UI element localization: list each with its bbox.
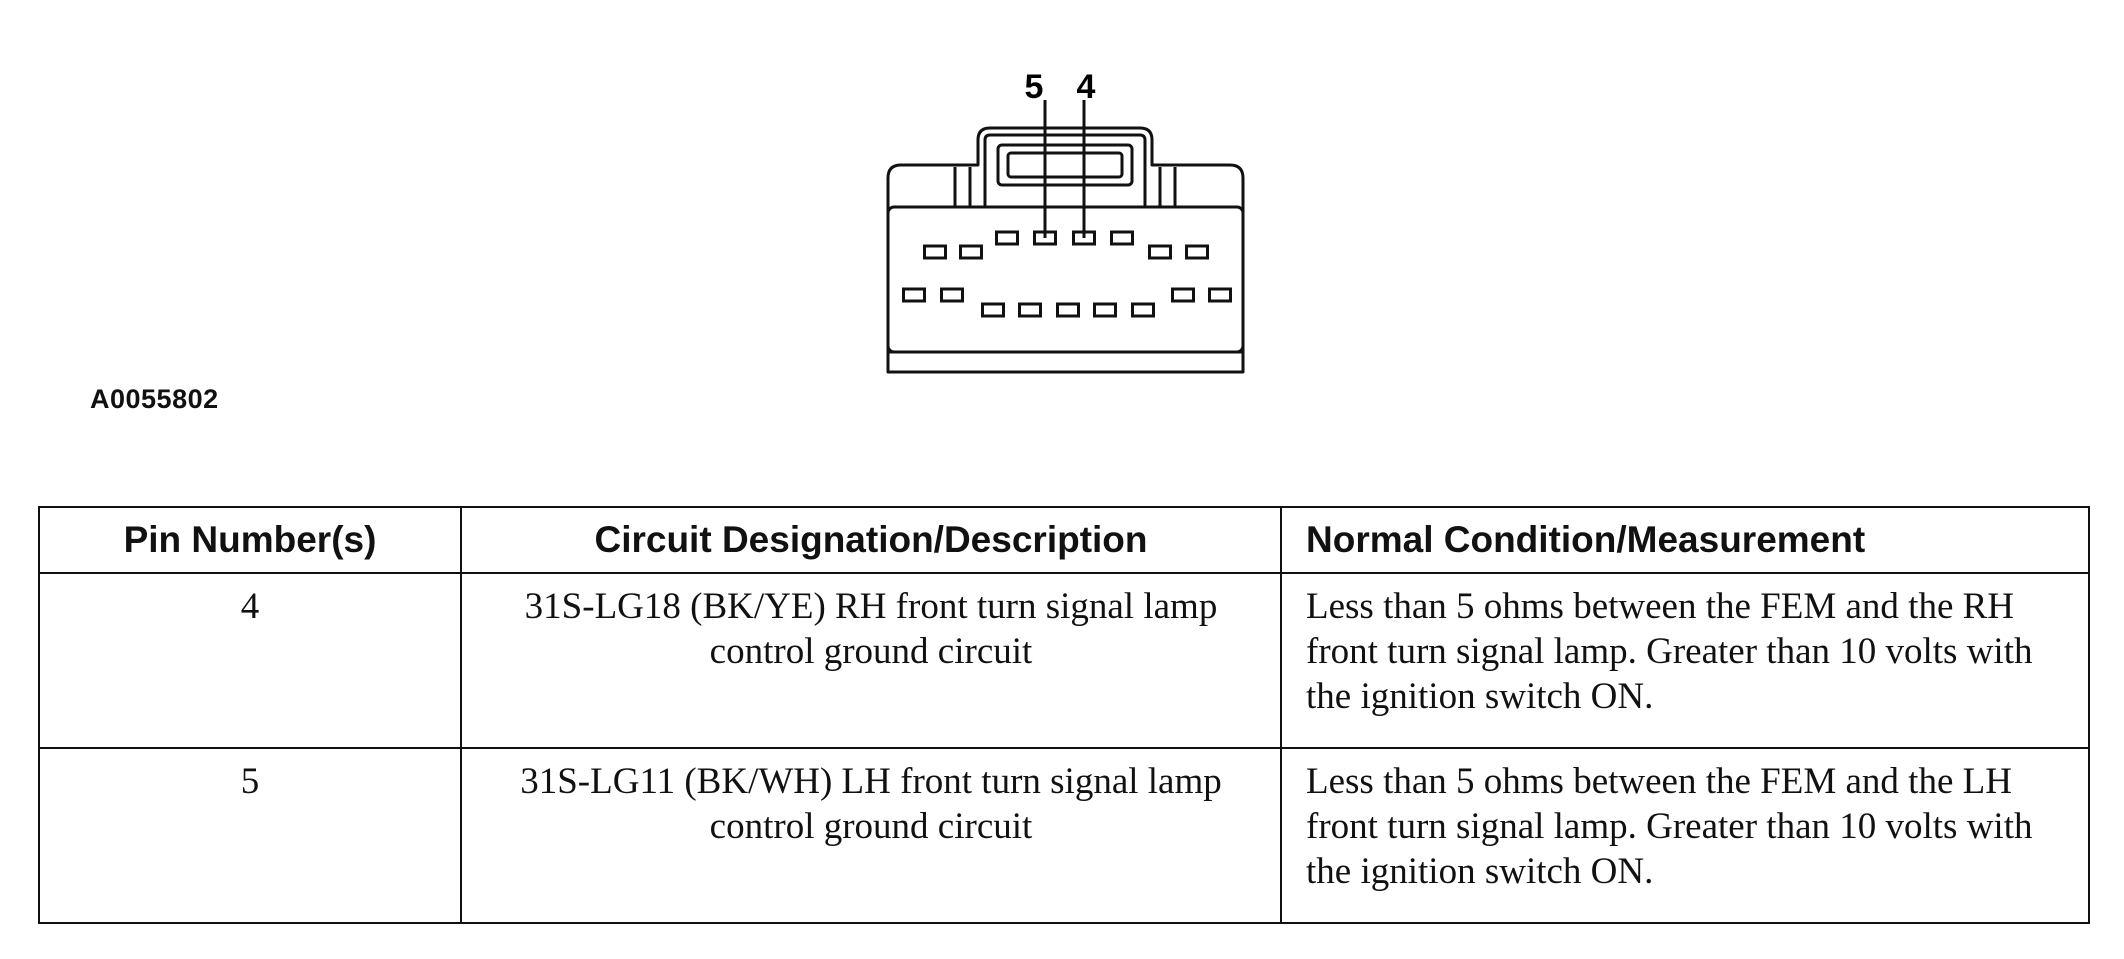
pin-cavity [902,287,926,303]
pin-cavity [1056,302,1080,318]
pin-cavity [923,244,947,260]
table-row: 5 31S-LG11 (BK/WH) LH front turn signal … [38,747,2090,924]
pin-cavity [981,302,1005,318]
cell-circuit: 31S-LG18 (BK/YE) RH front turn signal la… [460,572,1282,749]
pin-cavity [1185,244,1209,260]
lock-latch-outer [996,143,1134,187]
cell-pin: 4 [38,572,462,749]
pin-cavity [1148,244,1172,260]
callout-pin-4: 4 [1077,68,1096,106]
header-pin-number: Pin Number(s) [38,506,462,574]
lock-latch-inner [1006,151,1124,179]
pin-cavity [940,287,964,303]
pin-cavity [959,244,983,260]
cell-measurement: Less than 5 ohms between the FEM and the… [1280,747,2090,924]
cell-measurement: Less than 5 ohms between the FEM and the… [1280,572,2090,749]
connector-face [886,205,1245,354]
cell-circuit: 31S-LG11 (BK/WH) LH front turn signal la… [460,747,1282,924]
header-measurement: Normal Condition/Measurement [1280,506,2090,574]
figure-id: A0055802 [90,384,219,414]
table-header-row: Pin Number(s) Circuit Designation/Descri… [38,506,2090,574]
pin-cavity [1171,287,1195,303]
pin-cavity [1093,302,1117,318]
connector-diagram: 5 4 [886,68,1245,374]
pin-table: Pin Number(s) Circuit Designation/Descri… [38,506,2090,924]
table-row: 4 31S-LG18 (BK/YE) RH front turn signal … [38,572,2090,749]
cell-pin: 5 [38,747,462,924]
header-circuit: Circuit Designation/Description [460,506,1282,574]
pin-cavity [1131,302,1155,318]
connector-body-outline [886,126,1245,374]
lock-tab [983,133,1147,207]
callout-pin-5: 5 [1025,68,1044,106]
pin-cavity [995,230,1019,246]
pin-cavity [1110,230,1134,246]
pin-cavity [1208,287,1232,303]
pin-cavity [1018,302,1042,318]
